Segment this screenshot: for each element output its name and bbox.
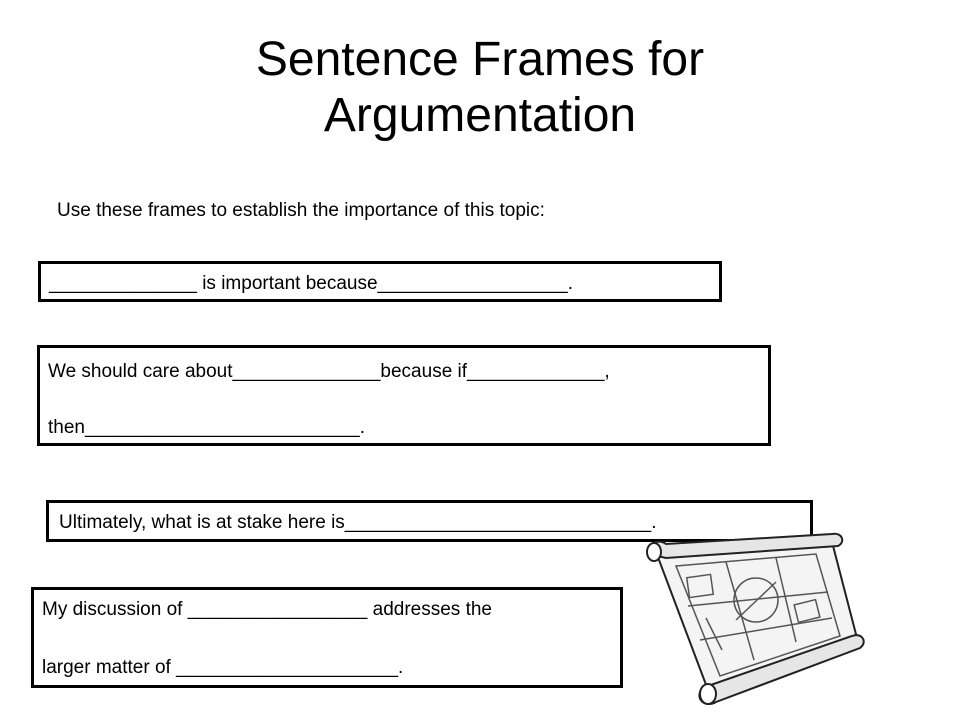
frame-text-line: We should care about______________becaus… <box>48 361 610 382</box>
frame-text-line: ______________ is important because_____… <box>49 273 574 294</box>
page-title: Sentence Frames for Argumentation <box>0 32 960 144</box>
sentence-frame-discussion: My discussion of _________________ addre… <box>31 587 623 688</box>
sentence-frame-importance: ______________ is important because_____… <box>38 261 722 302</box>
frame-text-line: then__________________________. <box>48 417 365 438</box>
instruction-text: Use these frames to establish the import… <box>57 200 545 221</box>
title-line-2: Argumentation <box>323 89 637 142</box>
title-line-1: Sentence Frames for <box>255 33 705 86</box>
frame-text-line: My discussion of _________________ addre… <box>42 599 492 620</box>
sentence-frame-care: We should care about______________becaus… <box>37 345 771 446</box>
frame-text-line: Ultimately, what is at stake here is____… <box>59 512 657 533</box>
frame-text-line: larger matter of _____________________. <box>42 657 404 678</box>
sentence-frame-stakes: Ultimately, what is at stake here is____… <box>46 500 813 542</box>
blueprint-scroll-icon <box>646 532 865 706</box>
